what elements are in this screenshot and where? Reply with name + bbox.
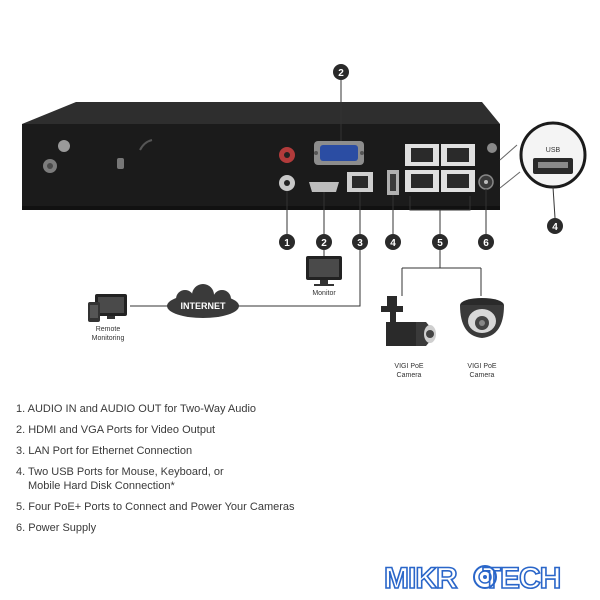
- legend-item: 4. Two USB Ports for Mouse, Keyboard, or…: [16, 465, 346, 493]
- lock-slot-icon: [117, 158, 124, 169]
- bullet-camera-icon: [381, 296, 436, 346]
- callout-3: 3: [352, 234, 368, 250]
- usb-zoom-label: USB: [546, 147, 561, 154]
- callout-4: 4: [385, 234, 401, 250]
- dome-camera-label-2: Camera: [470, 372, 495, 379]
- port-legend: 1. AUDIO IN and AUDIO OUT for Two-Way Au…: [16, 402, 346, 542]
- remote-label-1: Remote: [96, 326, 121, 333]
- vga-port: [314, 141, 364, 165]
- svg-text:3: 3: [357, 238, 363, 249]
- hdmi-port: [309, 182, 339, 192]
- svg-text:6: 6: [483, 238, 489, 249]
- remote-label-2: Monitoring: [92, 335, 125, 342]
- callout-5: 5: [432, 234, 448, 250]
- svg-text:2: 2: [321, 238, 327, 249]
- logo-o-mark: [473, 565, 497, 589]
- callout-6: 6: [478, 234, 494, 250]
- svg-text:1: 1: [284, 238, 290, 249]
- usb-zoom-callout: USB: [499, 121, 587, 219]
- remote-monitoring-icon: [88, 294, 127, 322]
- internet-label: INTERNET: [181, 301, 227, 311]
- bullet-camera-label-2: Camera: [397, 372, 422, 379]
- legend-item: 1. AUDIO IN and AUDIO OUT for Two-Way Au…: [16, 403, 257, 415]
- callout-leaders: [286, 189, 487, 234]
- mikrotech-logo: MIKR TECH: [384, 561, 562, 596]
- monitor-icon: [306, 256, 342, 286]
- internet-cloud: INTERNET: [167, 284, 239, 318]
- poe-ports: [405, 144, 475, 192]
- callout-2: 2: [316, 234, 332, 250]
- legend-item: 3. LAN Port for Ethernet Connection: [16, 445, 193, 457]
- nvr-connection-diagram: USB 1 2 2 3 4 4 5 6 Monitor: [22, 64, 587, 379]
- svg-text:5: 5: [437, 238, 443, 249]
- svg-text:2: 2: [338, 68, 344, 79]
- svg-text:4: 4: [390, 238, 396, 249]
- legend-item-sub: Mobile Hard Disk Connection*: [28, 480, 175, 492]
- nvr-device: [22, 102, 500, 210]
- svg-text:4: 4: [552, 222, 558, 233]
- legend-item: 6. Power Supply: [16, 522, 97, 534]
- callout-1: 1: [279, 234, 295, 250]
- legend-item: 5. Four PoE+ Ports to Connect and Power …: [16, 501, 295, 513]
- logo-text-1: MIKR: [384, 562, 458, 595]
- bullet-camera-label-1: VIGI PoE: [394, 363, 424, 370]
- callout-2-top: 2: [333, 64, 349, 80]
- callout-4-zoom: 4: [547, 218, 563, 234]
- logo-text-2: TECH: [483, 562, 561, 595]
- dome-camera-label-1: VIGI PoE: [467, 363, 497, 370]
- legend-item: 2. HDMI and VGA Ports for Video Output: [16, 424, 216, 436]
- ground-screw-icon: [58, 140, 70, 152]
- camera-leaders: [401, 250, 482, 296]
- dome-camera-icon: [460, 298, 504, 338]
- monitor-label: Monitor: [312, 290, 336, 297]
